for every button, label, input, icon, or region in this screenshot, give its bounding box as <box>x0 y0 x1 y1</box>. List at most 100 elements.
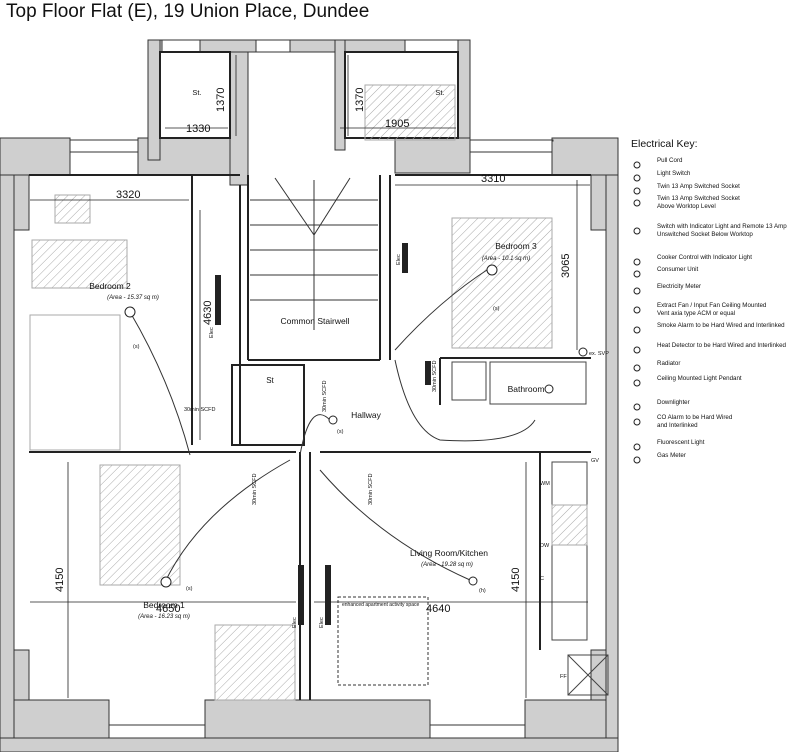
key-item: Radiator <box>628 360 800 380</box>
label-h-living: (h) <box>479 588 486 594</box>
ceiling-lights <box>124 264 588 588</box>
label-s-hall: (s) <box>337 429 344 435</box>
key-item-label: Extract Fan / Input Fan Ceiling Mounted … <box>657 302 767 317</box>
room-bedroom3-name: Bedroom 3 <box>495 241 537 251</box>
key-item: Downlighter <box>628 399 800 419</box>
walls <box>0 39 619 752</box>
key-item: Twin 13 Amp Switched Socket <box>628 183 800 203</box>
pull-cord-icon <box>628 157 648 173</box>
key-item: CO Alarm to be Hard Wired and Interlinke… <box>628 414 800 434</box>
electrical-key-title: Electrical Key: <box>631 138 698 150</box>
key-item-label: Pull Cord <box>657 157 683 164</box>
label-ff: FF <box>560 674 567 680</box>
key-item: Heat Detector to be Hard Wired and Inter… <box>628 342 800 362</box>
radiators <box>215 243 431 625</box>
cooker-control-icon <box>628 254 648 270</box>
furniture <box>29 84 609 701</box>
key-item-label: Electricity Meter <box>657 283 702 290</box>
room-store-top-left: St. <box>192 88 201 97</box>
dim-bed2-h: 4630 <box>202 301 214 325</box>
dim-living-w: 4640 <box>426 603 450 615</box>
key-item-label: Cooker Control with Indicator Light <box>657 254 752 261</box>
room-stairwell: Common Stairwell <box>281 316 350 326</box>
label-scfd-2: 30min SCFD <box>322 380 328 412</box>
key-item: Cooker Control with Indicator Light <box>628 254 800 274</box>
room-bedroom2-name: Bedroom 2 <box>89 281 131 291</box>
remote-socket-icon <box>628 223 648 239</box>
key-item-label: Fluorescent Light <box>657 439 705 446</box>
key-item-label: CO Alarm to be Hard Wired and Interlinke… <box>657 414 733 429</box>
label-dw: DW <box>540 543 550 549</box>
key-item-label: Radiator <box>657 360 681 367</box>
key-item-label: Heat Detector to be Hard Wired and Inter… <box>657 342 786 349</box>
label-scfd-1: 30min SCFD <box>184 407 216 413</box>
label-activity-space: enhanced apartment activity space <box>342 602 419 608</box>
dim-st-right-h: 1370 <box>354 88 366 112</box>
heat-detector-icon <box>628 342 648 358</box>
room-bedroom2-area: (Area - 15.37 sq m) <box>107 295 159 301</box>
key-item: Consumer Unit <box>628 266 800 286</box>
label-elec-bed3: Elec <box>396 254 402 265</box>
electricity-meter-icon <box>628 283 648 299</box>
key-item-label: Consumer Unit <box>657 266 699 273</box>
room-living-name: Living Room/Kitchen <box>410 548 488 558</box>
key-item: Extract Fan / Input Fan Ceiling Mounted … <box>628 302 800 322</box>
room-bedroom1-area: (Area - 16.23 sq m) <box>138 614 190 620</box>
key-item-label: Twin 13 Amp Switched Socket Above Workto… <box>657 195 740 210</box>
label-s-bed2: (s) <box>133 344 140 350</box>
key-item: Switch with Indicator Light and Remote 1… <box>628 223 800 243</box>
dim-bed3-h: 3065 <box>560 254 572 278</box>
dim-bed2-w: 3320 <box>116 189 140 201</box>
label-c: C <box>540 576 544 582</box>
label-elec-bed2: Elec <box>209 327 215 338</box>
gas-meter-icon <box>628 452 648 468</box>
key-item-label: Twin 13 Amp Switched Socket <box>657 183 740 190</box>
key-item: Electricity Meter <box>628 283 800 303</box>
label-gv: GV <box>591 458 599 464</box>
key-item: Light Switch <box>628 170 800 190</box>
room-bathroom: Bathroom <box>508 384 545 394</box>
room-store-top-right: St. <box>435 88 444 97</box>
pendant-light-icon <box>628 375 648 391</box>
windows <box>69 39 554 739</box>
label-elec-bed1: Elec <box>292 617 298 628</box>
wiring <box>129 267 536 583</box>
room-bedroom1-name: Bedroom 1 <box>143 600 185 610</box>
worktop-socket-icon <box>628 195 648 211</box>
smoke-alarm-icon <box>628 322 648 338</box>
label-wm: WM <box>540 481 550 487</box>
fluorescent-light-icon <box>628 439 648 455</box>
key-item: Pull Cord <box>628 157 800 177</box>
dim-bed1-h: 4150 <box>54 568 66 592</box>
dim-bed3-w: 3310 <box>481 173 505 185</box>
label-s-bed3: (s) <box>493 306 500 312</box>
key-item-label: Switch with Indicator Light and Remote 1… <box>657 223 787 238</box>
label-scfd-4: 30min SCFD <box>368 473 374 505</box>
light-switch-icon <box>628 170 648 186</box>
label-elec-living: Elec <box>319 617 325 628</box>
label-s-bed1: (s) <box>186 586 193 592</box>
dim-st-left-w: 1330 <box>186 123 210 135</box>
room-living-area: (Area - 19.28 sq m) <box>421 562 473 568</box>
dimension-lines <box>30 55 590 698</box>
key-item-label: Smoke Alarm to be Hard Wired and Interli… <box>657 322 785 329</box>
consumer-unit-icon <box>628 266 648 282</box>
extract-fan-icon <box>628 302 648 318</box>
key-item: Twin 13 Amp Switched Socket Above Workto… <box>628 195 800 215</box>
key-item: Ceiling Mounted Light Pendant <box>628 375 800 395</box>
key-item-label: Downlighter <box>657 399 690 406</box>
room-store: St <box>266 376 274 385</box>
key-item-label: Ceiling Mounted Light Pendant <box>657 375 742 382</box>
label-scfd-3: 30min SCFD <box>252 473 258 505</box>
dim-st-left-h: 1370 <box>215 88 227 112</box>
key-item: Gas Meter <box>628 452 800 472</box>
twin-socket-icon <box>628 183 648 199</box>
plan-title: Top Floor Flat (E), 19 Union Place, Dund… <box>6 1 370 22</box>
key-item: Fluorescent Light <box>628 439 800 459</box>
label-svp: ex. SVP <box>589 351 609 357</box>
stairs <box>250 177 378 330</box>
label-scfd-5: 30min SCFD <box>432 360 438 392</box>
radiator-icon <box>628 360 648 376</box>
co-alarm-icon <box>628 414 648 430</box>
